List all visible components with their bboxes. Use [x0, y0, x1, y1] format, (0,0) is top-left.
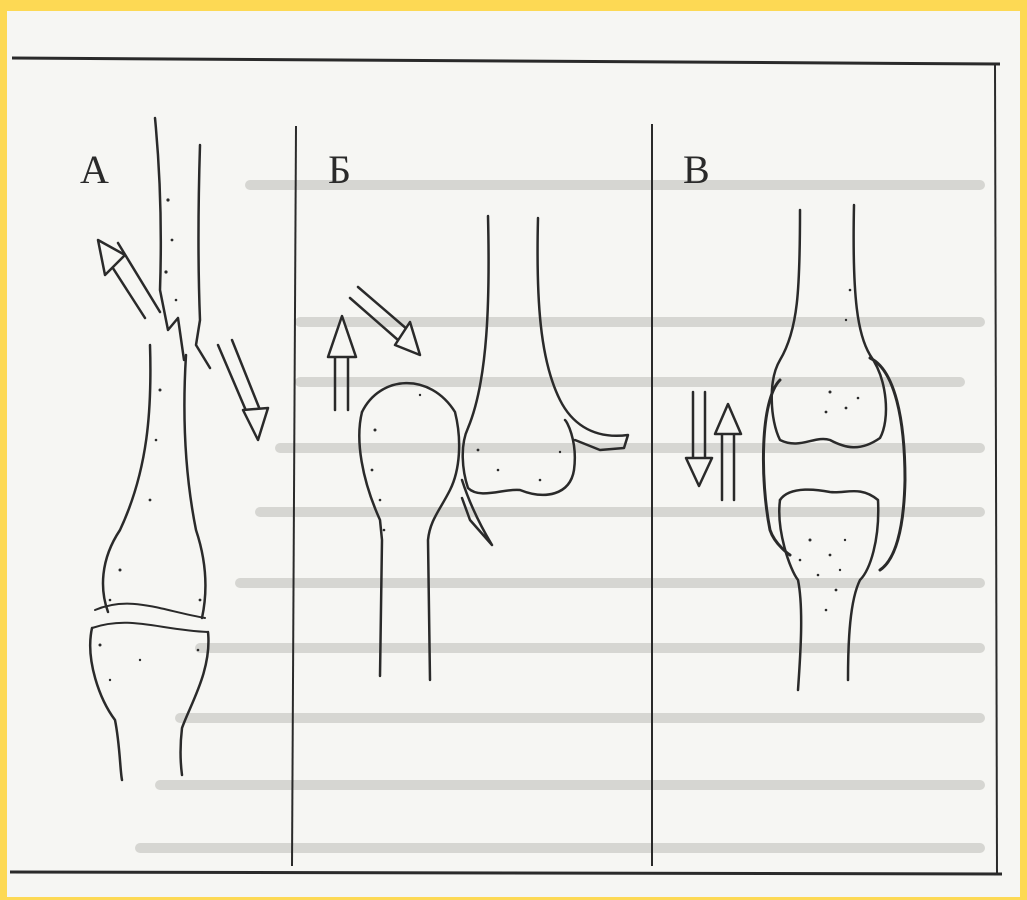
panel-label-b: Б — [328, 150, 351, 190]
panel-label-a: А — [80, 150, 109, 190]
panel-label-v: В — [683, 150, 710, 190]
panel-a-fracture-drawing — [90, 118, 268, 780]
